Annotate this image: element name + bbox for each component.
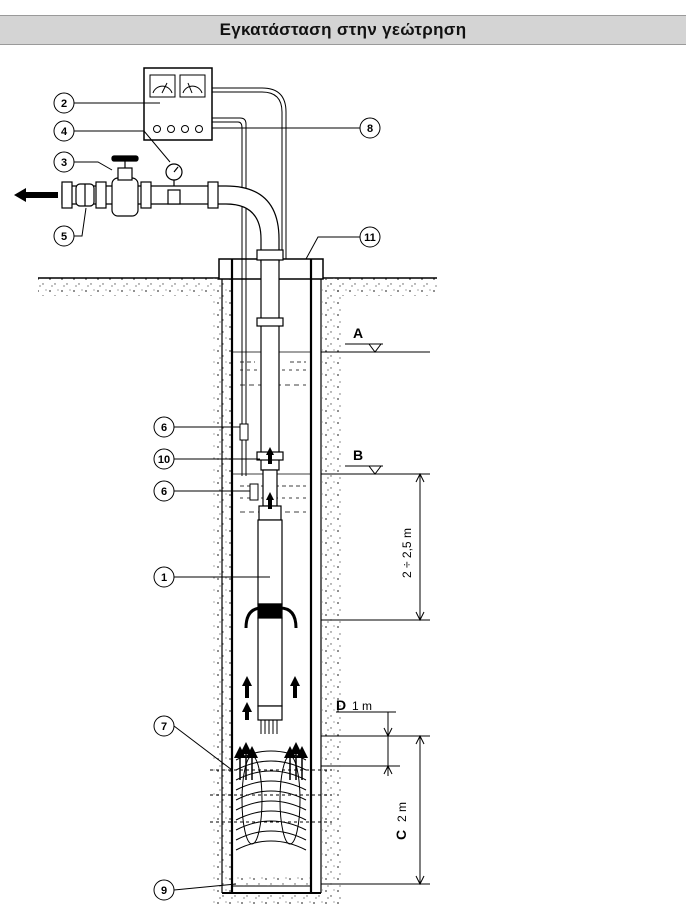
svg-text:1: 1 xyxy=(161,572,167,584)
inflow-arrows xyxy=(234,742,308,780)
gravel-bottom xyxy=(234,877,310,886)
svg-text:3: 3 xyxy=(61,157,67,169)
svg-text:4: 4 xyxy=(61,126,68,138)
svg-text:10: 10 xyxy=(158,454,170,466)
callout-6a: 6 xyxy=(153,416,175,438)
ground xyxy=(38,277,437,907)
callout-6b: 6 xyxy=(153,480,175,502)
level-electrodes xyxy=(239,423,259,501)
check-valve xyxy=(75,183,95,207)
callout-7: 7 xyxy=(153,715,175,737)
level-c-label: C xyxy=(393,830,409,840)
level-b-label: B xyxy=(353,447,363,463)
callout-4: 4 xyxy=(53,120,75,142)
gate-valve xyxy=(111,155,139,217)
callout-leaders xyxy=(74,102,368,891)
submersible-pump xyxy=(244,469,298,734)
level-a-label: A xyxy=(353,325,363,341)
callout-3: 3 xyxy=(53,151,75,173)
d-value-label: 1 m xyxy=(352,699,372,713)
level-markers xyxy=(345,343,383,475)
borehole-casing xyxy=(218,258,324,894)
callout-1: 1 xyxy=(153,566,175,588)
svg-text:7: 7 xyxy=(161,721,167,733)
pressure-gauge xyxy=(165,163,183,205)
callout-5: 5 xyxy=(53,225,75,247)
dimension-lines xyxy=(321,351,430,886)
svg-text:9: 9 xyxy=(161,885,167,897)
svg-text:2: 2 xyxy=(61,98,67,110)
flow-out-arrow xyxy=(14,188,58,202)
callout-8: 9 xyxy=(153,879,175,901)
callout-9: 8 xyxy=(359,117,381,139)
callout-2: 2 xyxy=(53,92,75,114)
svg-text:5: 5 xyxy=(61,231,67,243)
callout-10: 10 xyxy=(153,448,175,470)
callouts: 2 4 3 5 8 11 6 10 6 1 7 9 xyxy=(53,92,381,901)
svg-text:8: 8 xyxy=(367,123,373,135)
pump-depth-label: 2 ÷ 2,5 m xyxy=(400,528,414,578)
svg-text:11: 11 xyxy=(364,232,376,244)
flow-arrows xyxy=(242,447,300,720)
svg-text:6: 6 xyxy=(161,422,167,434)
callout-11: 11 xyxy=(359,226,381,248)
page-title: Εγκατάσταση στην γεώτρηση xyxy=(0,15,686,45)
svg-text:6: 6 xyxy=(161,486,167,498)
level-d-label: D xyxy=(336,697,346,713)
control-panel xyxy=(143,67,213,141)
c-value-label: 2 m xyxy=(395,802,409,822)
